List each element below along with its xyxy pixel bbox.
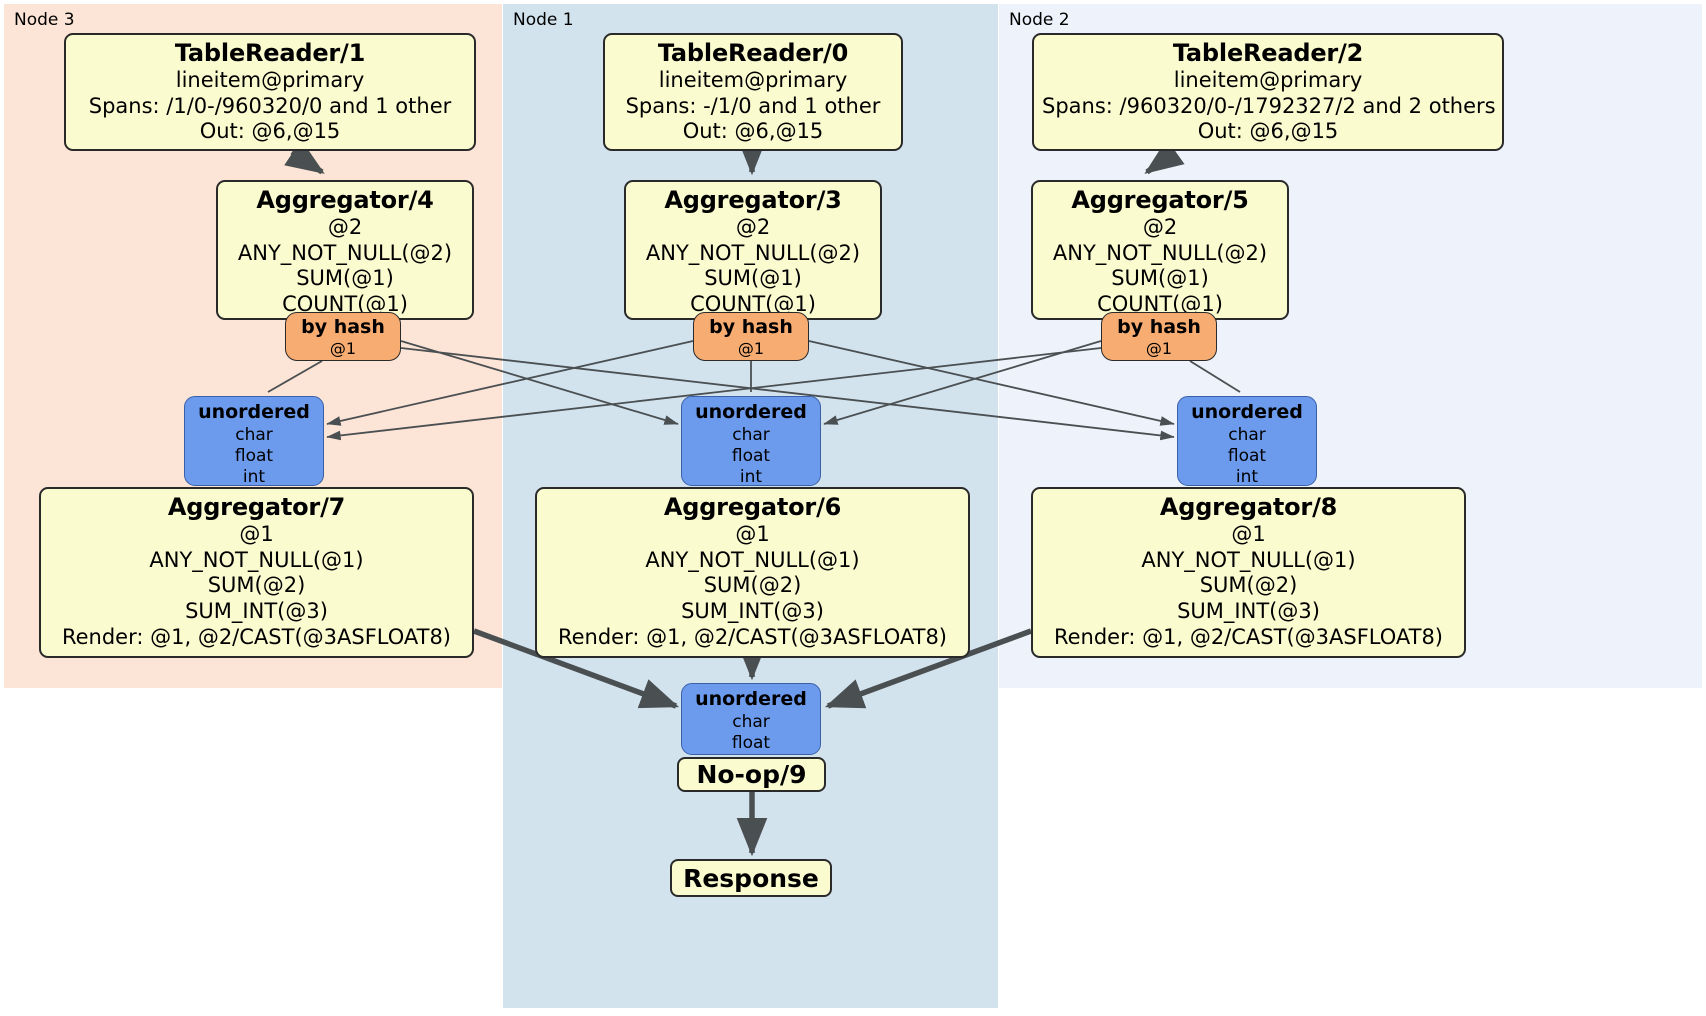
synchronizer-unordered-final[interactable]: unordered char float [681,683,821,755]
processor-detail-line: SUM(@2) [207,573,306,598]
processor-detail-line: Out: @6,@15 [682,119,824,144]
synchronizer-type-line: float [234,445,274,466]
processor-tablereader2[interactable]: TableReader/2 lineitem@primary Spans: /9… [1032,33,1504,151]
processor-detail-line: SUM(@2) [1199,573,1298,598]
processor-detail-line: ANY_NOT_NULL(@2) [1052,240,1268,265]
processor-aggregator7[interactable]: Aggregator/7 @1 ANY_NOT_NULL(@1) SUM(@2)… [39,487,474,658]
processor-aggregator3[interactable]: Aggregator/3 @2 ANY_NOT_NULL(@2) SUM(@1)… [624,180,882,320]
synchronizer-unordered-aggregator6[interactable]: unordered char float int [681,396,821,487]
synchronizer-type-line: char [732,424,770,445]
router-by-hash-aggregator5[interactable]: by hash @1 [1101,312,1217,361]
processor-render-line: Render: @1, @2/CAST(@3ASFLOAT8) [557,624,948,649]
router-title: by hash [1117,316,1201,338]
processor-detail-line: Spans: /960320/0-/1792327/2 and 2 others [1042,93,1496,118]
processor-detail-line: lineitem@primary [658,68,848,93]
router-detail-line: @1 [737,338,765,358]
processor-title: Aggregator/5 [1071,186,1249,214]
synchronizer-type-line: char [1228,424,1266,445]
processor-detail-line: Spans: /1/0-/960320/0 and 1 other [88,93,452,118]
processor-detail-line: SUM(@2) [703,573,802,598]
processor-detail-line: @1 [1231,522,1266,547]
router-by-hash-aggregator3[interactable]: by hash @1 [693,312,809,361]
processor-tablereader0[interactable]: TableReader/0 lineitem@primary Spans: -/… [603,33,903,151]
router-detail-line: @1 [1145,338,1173,358]
router-title: by hash [301,316,385,338]
synchronizer-type-line: char [732,711,770,732]
node-panel-label-node2: Node 2 [1009,10,1070,30]
processor-aggregator5[interactable]: Aggregator/5 @2 ANY_NOT_NULL(@2) SUM(@1)… [1031,180,1289,320]
synchronizer-unordered-aggregator8[interactable]: unordered char float int [1177,396,1317,487]
synchronizer-title: unordered [695,688,807,710]
processor-detail-line: @1 [239,522,274,547]
processor-detail-line: ANY_NOT_NULL(@2) [645,240,861,265]
processor-aggregator4[interactable]: Aggregator/4 @2 ANY_NOT_NULL(@2) SUM(@1)… [216,180,474,320]
processor-render-line: Render: @1, @2/CAST(@3ASFLOAT8) [1053,624,1444,649]
processor-render-line: Render: @1, @2/CAST(@3ASFLOAT8) [61,624,452,649]
synchronizer-type-line: float [731,732,771,753]
processor-detail-line: ANY_NOT_NULL(@1) [645,547,860,572]
processor-title: Aggregator/8 [1159,493,1338,521]
processor-noop9[interactable]: No-op/9 [677,757,826,792]
processor-detail-line: @2 [327,215,363,240]
processor-title: TableReader/1 [174,39,366,67]
synchronizer-title: unordered [695,401,807,423]
synchronizer-type-line: float [731,445,771,466]
processor-title: Aggregator/7 [167,493,346,521]
response-box[interactable]: Response [670,859,832,897]
processor-detail-line: Spans: -/1/0 and 1 other [625,93,881,118]
processor-title: No-op/9 [696,760,807,789]
processor-detail-line: SUM_INT(@3) [1177,599,1320,624]
processor-title: TableReader/2 [1172,39,1364,67]
processor-detail-line: SUM(@1) [296,266,394,291]
processor-title: TableReader/0 [657,39,849,67]
router-by-hash-aggregator4[interactable]: by hash @1 [285,312,401,361]
response-label: Response [683,863,819,893]
processor-title: Aggregator/4 [256,186,434,214]
processor-aggregator6[interactable]: Aggregator/6 @1 ANY_NOT_NULL(@1) SUM(@2)… [535,487,970,658]
node-panel-label-node1: Node 1 [513,10,574,30]
processor-detail-line: @1 [735,522,770,547]
processor-detail-line: ANY_NOT_NULL(@1) [1141,547,1356,572]
processor-detail-line: SUM(@1) [1111,266,1209,291]
synchronizer-title: unordered [1191,401,1303,423]
synchronizer-type-line: float [1227,445,1267,466]
processor-title: Aggregator/3 [664,186,842,214]
processor-detail-line: lineitem@primary [175,68,365,93]
synchronizer-type-line: int [1235,466,1259,487]
processor-detail-line: SUM_INT(@3) [185,599,328,624]
synchronizer-title: unordered [198,401,310,423]
synchronizer-type-line: int [242,466,266,487]
processor-detail-line: SUM_INT(@3) [681,599,824,624]
processor-detail-line: SUM(@1) [704,266,802,291]
processor-detail-line: ANY_NOT_NULL(@1) [149,547,364,572]
processor-detail-line: @2 [735,215,771,240]
router-detail-line: @1 [329,338,357,358]
processor-aggregator8[interactable]: Aggregator/8 @1 ANY_NOT_NULL(@1) SUM(@2)… [1031,487,1466,658]
processor-title: Aggregator/6 [663,493,842,521]
processor-detail-line: Out: @6,@15 [199,119,341,144]
router-title: by hash [709,316,793,338]
processor-tablereader1[interactable]: TableReader/1 lineitem@primary Spans: /1… [64,33,476,151]
synchronizer-unordered-aggregator7[interactable]: unordered char float int [184,396,324,487]
synchronizer-type-line: int [739,466,763,487]
processor-detail-line: ANY_NOT_NULL(@2) [237,240,453,265]
processor-detail-line: Out: @6,@15 [1197,119,1339,144]
processor-detail-line: lineitem@primary [1173,68,1363,93]
node-panel-label-node3: Node 3 [14,10,75,30]
processor-detail-line: @2 [1142,215,1178,240]
synchronizer-type-line: char [235,424,273,445]
